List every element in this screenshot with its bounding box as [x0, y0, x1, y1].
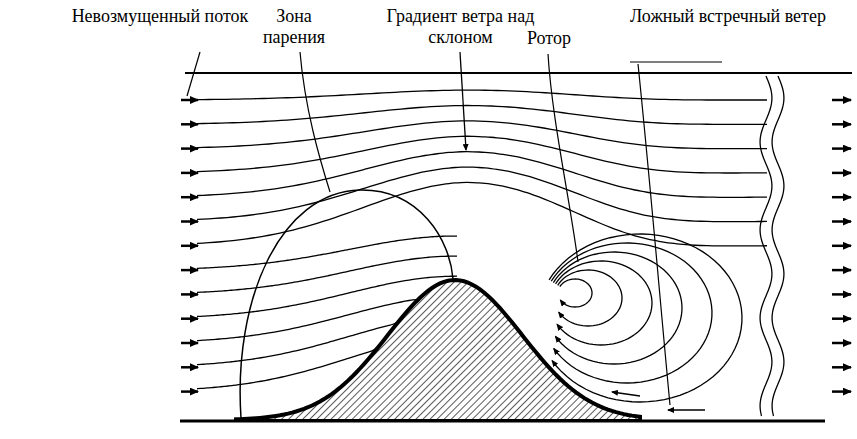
- streamline: [197, 152, 767, 198]
- flow-arrow: [832, 123, 851, 126]
- flow-arrow: [832, 366, 851, 369]
- streamline: [197, 121, 767, 149]
- soaring-zone-outline: [240, 190, 453, 418]
- rotor-ring: [560, 279, 592, 307]
- flow-arrow: [832, 147, 851, 150]
- wave-line: [760, 76, 772, 416]
- flow-arrow: [181, 220, 198, 223]
- flow-arrow: [832, 220, 851, 223]
- rotor-ring: [558, 270, 622, 326]
- flow-arrow: [181, 390, 198, 393]
- flow-arrow: [181, 269, 198, 272]
- flow-arrow: [181, 196, 198, 199]
- flow-arrow: [832, 269, 851, 272]
- wave-lines: [760, 76, 784, 416]
- ground-line: [180, 420, 825, 423]
- flow-arrow: [181, 342, 198, 345]
- streamline: [197, 300, 417, 341]
- leader-line: [300, 52, 330, 192]
- callout-label: Невозмущенный поток: [70, 6, 250, 27]
- streamline: [197, 236, 457, 268]
- flow-arrow: [832, 245, 851, 248]
- leader-line: [460, 52, 466, 150]
- flow-arrow: [832, 196, 851, 199]
- wave-line: [772, 76, 784, 416]
- headwind-arrow: [612, 392, 640, 396]
- rotor-ring: [551, 243, 712, 383]
- callout-label: Ложный встречный ветер: [618, 6, 838, 27]
- flow-arrow: [181, 99, 198, 102]
- flow-arrow: [832, 390, 851, 393]
- streamline: [197, 167, 767, 222]
- flow-arrow: [181, 366, 198, 369]
- flow-arrow: [181, 172, 198, 175]
- hill-slope: [236, 280, 640, 421]
- flow-arrow: [832, 342, 851, 345]
- leader-line: [638, 64, 670, 405]
- flow-arrow: [832, 172, 851, 175]
- headwind-arrow: [668, 409, 705, 410]
- flow-arrow: [181, 317, 198, 320]
- streamline: [197, 90, 767, 100]
- callout-label: Ротор: [519, 28, 579, 49]
- streamline: [197, 256, 457, 292]
- leader-line: [548, 54, 578, 262]
- flow-arrow: [181, 123, 198, 126]
- flow-arrow: [832, 99, 851, 102]
- callout-label: Градиент ветра над склоном: [378, 6, 543, 48]
- leader-line: [630, 61, 722, 62]
- callout-label: Зона парения: [258, 6, 330, 48]
- flow-arrow: [181, 245, 198, 248]
- upper-boundary: [185, 72, 852, 74]
- leader-line: [187, 52, 200, 96]
- ground-mask: [0, 422, 857, 439]
- flow-arrow: [181, 293, 198, 296]
- rotor-ring: [553, 252, 682, 364]
- flow-arrow: [832, 293, 851, 296]
- flow-arrow: [181, 147, 198, 150]
- rotor-ring: [556, 261, 652, 345]
- flow-arrow: [832, 317, 851, 320]
